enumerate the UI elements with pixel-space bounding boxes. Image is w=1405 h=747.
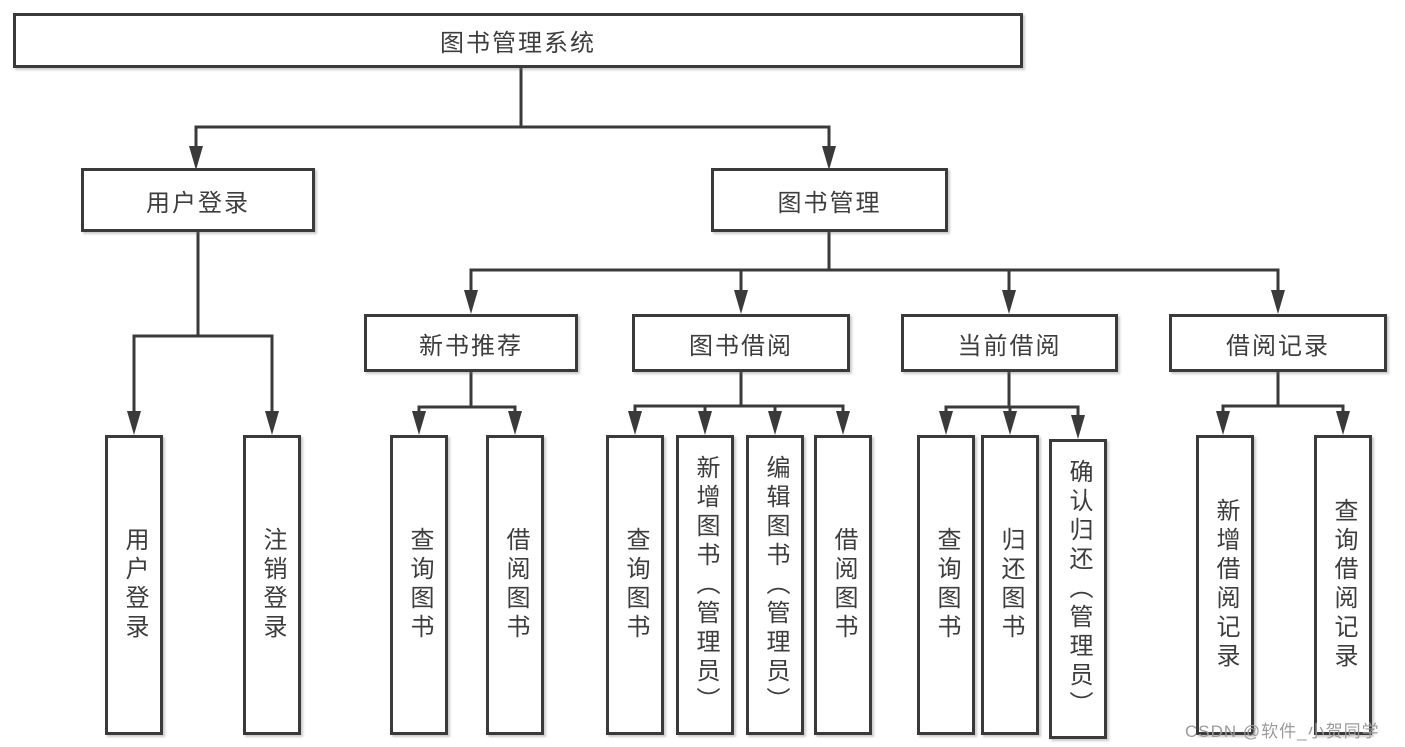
leaf-logout: 注销登录 (243, 435, 301, 735)
arrowhead-icon (698, 411, 712, 435)
arrowhead-icon (822, 146, 836, 170)
arrowhead-icon (464, 290, 478, 314)
node-book-borrow: 图书借阅 (632, 314, 850, 372)
arrowhead-icon (1216, 411, 1230, 435)
arrowhead-icon (412, 411, 426, 435)
leaf-query-books-current: 查询图书 (917, 435, 975, 735)
leaf-query-books-borrow: 查询图书 (606, 435, 664, 735)
watermark-text: CSDN @软件_小贺同学 (1185, 722, 1380, 741)
leaf-edit-books-admin: 编辑图书（管理员） (746, 435, 804, 735)
arrowhead-icon (1071, 415, 1085, 439)
node-current-borrow: 当前借阅 (901, 314, 1118, 372)
leaf-borrow-books-recommend: 借阅图书 (486, 435, 544, 735)
arrowhead-icon (768, 411, 782, 435)
node-new-book-recommend: 新书推荐 (364, 314, 578, 372)
leaf-add-borrow-record: 新增借阅记录 (1196, 435, 1254, 735)
arrowhead-icon (508, 411, 522, 435)
leaf-confirm-return-admin: 确认归还（管理员） (1049, 439, 1107, 739)
arrowhead-icon (265, 411, 279, 435)
arrowhead-icon (1271, 290, 1285, 314)
arrowhead-icon (1336, 411, 1350, 435)
arrowhead-icon (1003, 411, 1017, 435)
arrowhead-icon (734, 290, 748, 314)
node-borrow-records: 借阅记录 (1169, 314, 1387, 372)
node-root-system: 图书管理系统 (13, 13, 1023, 68)
leaf-return-books: 归还图书 (981, 435, 1039, 735)
node-book-management: 图书管理 (711, 168, 948, 232)
node-user-login: 用户登录 (81, 168, 315, 232)
arrowhead-icon (1002, 290, 1016, 314)
leaf-query-borrow-record: 查询借阅记录 (1314, 435, 1372, 735)
arrowhead-icon (189, 146, 203, 170)
arrowhead-icon (836, 411, 850, 435)
arrowhead-icon (939, 411, 953, 435)
leaf-add-books-admin: 新增图书（管理员） (676, 435, 734, 735)
arrowhead-icon (628, 411, 642, 435)
arrowhead-icon (127, 411, 141, 435)
leaf-user-login: 用户登录 (105, 435, 163, 735)
leaf-query-books-recommend: 查询图书 (390, 435, 448, 735)
leaf-borrow-books: 借阅图书 (814, 435, 872, 735)
